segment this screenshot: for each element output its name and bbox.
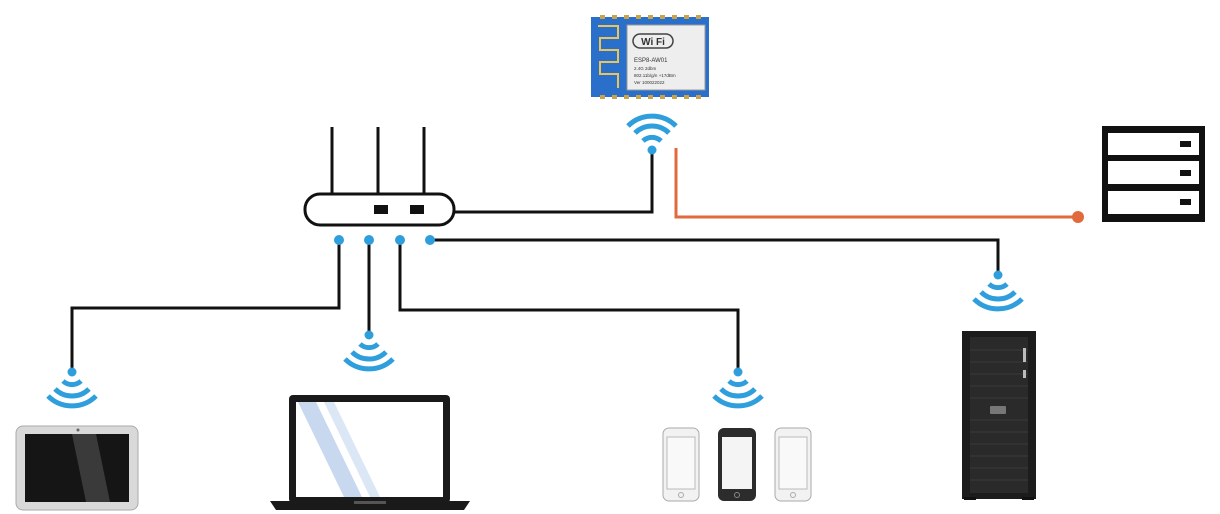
wifi-signal-icon: [46, 367, 98, 409]
wifi-signal-icon: [972, 270, 1024, 312]
serial-link-endpoint: [1072, 211, 1084, 223]
wifi-logo-text: Wi Fi: [641, 37, 665, 48]
module-model-text: ESP8-AW01: [634, 58, 668, 64]
smartphone-icon: [718, 428, 756, 501]
wifi-signal-icon: [343, 330, 395, 372]
smartphone-icon: [774, 427, 812, 502]
module-spec-text-2: 802.11b/g/n +17dBm: [634, 73, 676, 78]
wires: [70, 148, 1084, 372]
port-4: [425, 235, 435, 245]
smartphone-icon: [662, 427, 700, 502]
wifi-signal-icon: [712, 367, 764, 409]
port-1: [334, 235, 344, 245]
port-3: [395, 235, 405, 245]
module-spec-text-1: 2.4G 2dbm: [634, 66, 657, 71]
port-2: [364, 235, 374, 245]
server-icon: [1102, 126, 1205, 222]
router-ports: [334, 235, 435, 245]
module-shield: [626, 24, 706, 91]
desktop-tower-icon: [962, 331, 1036, 500]
laptop-icon: [270, 395, 470, 510]
module-spec-text-3: Ver 100022022: [634, 80, 665, 85]
wifi-signal-icon: [626, 113, 678, 155]
wire-to-desktop: [430, 238, 1000, 275]
tablet-icon: [15, 425, 139, 511]
wifi-module-icon: Wi Fi ESP8-AW01 2.4G 2dbm 802.11b/g/n +1…: [591, 15, 709, 99]
wire-to-tablet: [70, 242, 341, 372]
wire-to-phones: [398, 242, 740, 372]
wire-router-to-module: [452, 150, 654, 214]
router-icon: [303, 127, 456, 227]
wire-module-to-server: [674, 148, 1078, 219]
